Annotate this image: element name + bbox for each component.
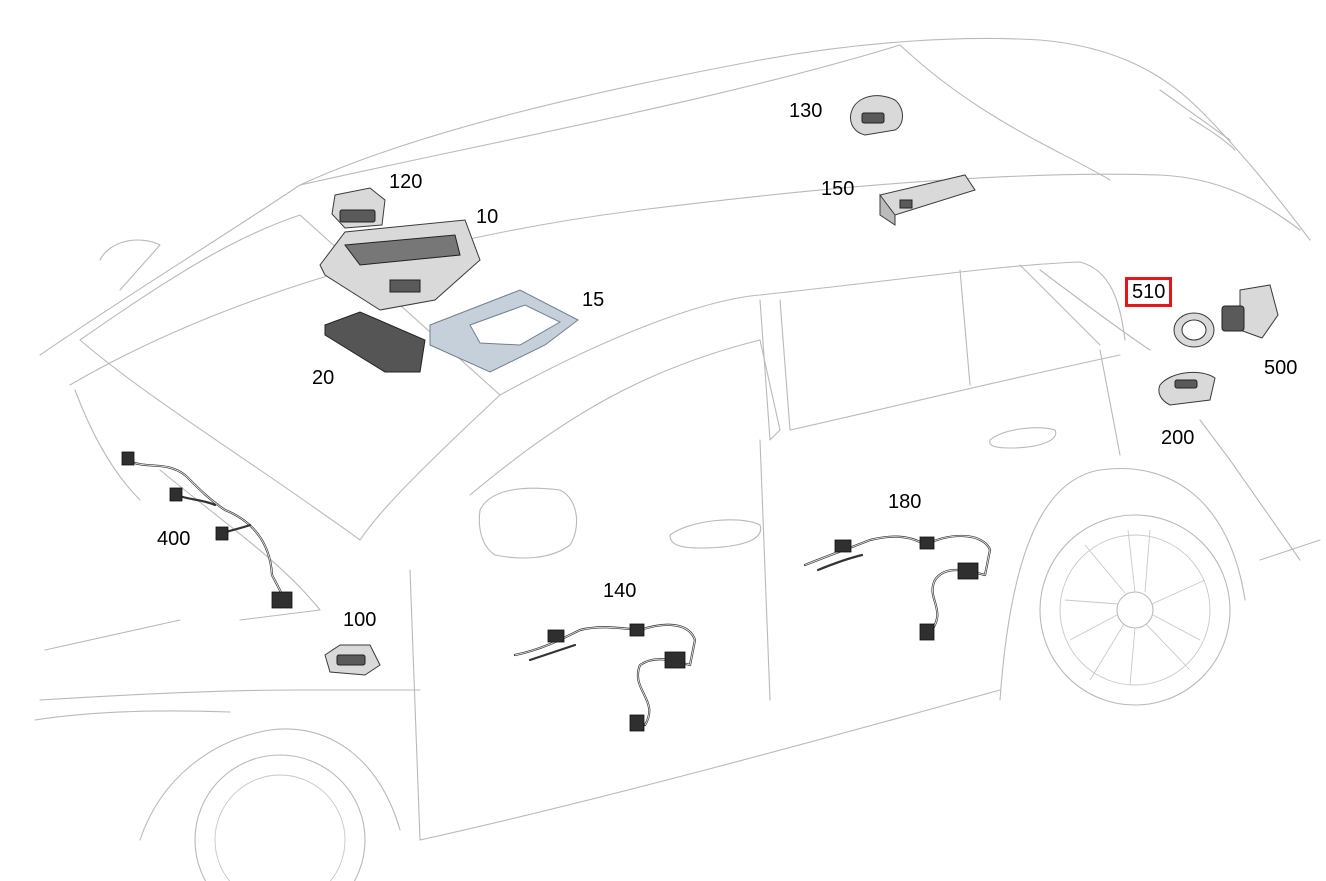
part-140-graphic <box>850 95 903 136</box>
label-510: 510 <box>1124 277 1173 307</box>
part-180-graphic <box>803 534 992 641</box>
part-20-graphic <box>324 311 426 373</box>
label-400: 400 <box>157 528 191 550</box>
label-10: 10 <box>476 206 499 228</box>
label-150: 140 <box>603 580 637 602</box>
label-140: 130 <box>789 100 823 122</box>
part-100-graphic <box>324 644 381 676</box>
label-130: 150 <box>821 178 855 200</box>
part-200-graphic <box>1158 371 1216 406</box>
label-180: 180 <box>888 491 922 513</box>
part-510-graphic <box>1173 312 1215 348</box>
part-10-graphic <box>319 219 481 311</box>
part-500-graphic <box>1221 284 1279 339</box>
car-outline <box>34 37 1321 881</box>
label-500: 500 <box>1264 357 1298 379</box>
part-120-graphic <box>331 187 386 229</box>
part-400-graphic <box>121 451 293 609</box>
label-100: 100 <box>343 609 377 631</box>
label-15: 15 <box>582 289 605 311</box>
label-120: 120 <box>389 171 423 193</box>
label-20: 20 <box>312 367 335 389</box>
label-200: 200 <box>1161 427 1195 449</box>
part-150-graphic <box>513 623 697 732</box>
part-15-graphic <box>429 289 579 373</box>
part-130-graphic <box>879 174 976 226</box>
